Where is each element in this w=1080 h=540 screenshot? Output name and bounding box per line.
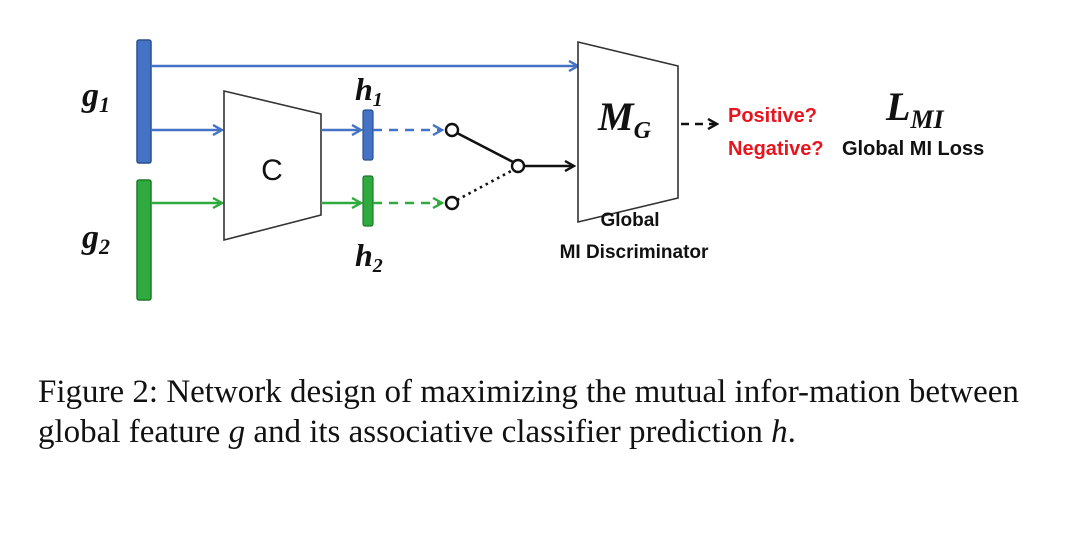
switch-terminal-bottom xyxy=(444,195,460,211)
switch-arm-dotted xyxy=(456,168,514,202)
caption-var-g: g xyxy=(228,414,246,450)
classifier-block xyxy=(223,89,322,242)
caption-suffix: . xyxy=(787,414,796,450)
switch-pivot xyxy=(510,158,526,174)
loss-caption: Global MI Loss xyxy=(842,138,984,160)
negative-label: Negative? xyxy=(728,138,824,160)
g1-label: g1 xyxy=(81,77,110,117)
figure-caption: Figure 2: Network design of maximizing t… xyxy=(38,372,1048,452)
discriminator-caption-line1: Global xyxy=(600,210,659,231)
discriminator-block xyxy=(577,40,679,224)
network-diagram: g1 g2 C h1 h2 xyxy=(81,39,984,301)
switch-arm-solid xyxy=(456,131,514,164)
g1-feature-bar xyxy=(136,39,152,164)
h2-label: h2 xyxy=(355,237,383,277)
discriminator-caption-line2: MI Discriminator xyxy=(560,242,709,263)
loss-symbol: LMI xyxy=(885,84,945,134)
g2-feature-bar xyxy=(136,179,152,301)
h2-prediction-bar xyxy=(362,175,374,227)
g2-label: g2 xyxy=(81,219,110,259)
caption-var-h: h xyxy=(771,414,788,450)
caption-prefix: Figure 2: Network design of maximizing t… xyxy=(38,374,1019,450)
discriminator-symbol: MG xyxy=(597,94,652,144)
h1-prediction-bar xyxy=(362,109,374,161)
h1-label: h1 xyxy=(355,71,383,111)
caption-middle: and its associative classifier predictio… xyxy=(245,414,772,450)
switch-terminal-top xyxy=(444,122,460,138)
positive-label: Positive? xyxy=(728,105,817,127)
caption-text: Figure 2: Network design of maximizing t… xyxy=(38,372,1048,452)
classifier-label: C xyxy=(261,154,283,187)
